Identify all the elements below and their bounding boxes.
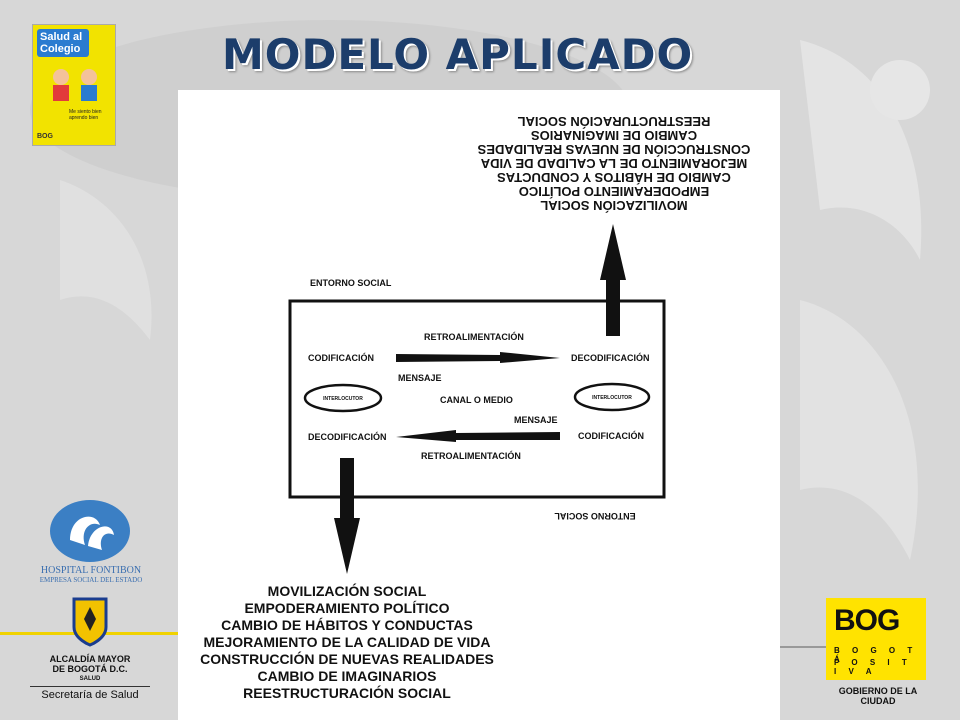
entorno-social-rotated: ENTORNO SOCIAL — [554, 511, 636, 521]
rotated-result-4: MEJORAMIENTO DE LA CALIDAD DE VIDA — [480, 156, 747, 171]
kids-illustration-icon — [53, 69, 97, 101]
codificacion-left: CODIFICACIÓN — [308, 352, 374, 363]
bogota-positiva-logo: BOG B O G O T Á P O S I T I V A — [826, 598, 926, 680]
interlocutor-right-ellipse — [573, 382, 651, 412]
entorno-box — [288, 299, 666, 499]
gobierno-de-la-ciudad: GOBIERNO DE LA CIUDAD — [838, 686, 918, 706]
mensaje-left: MENSAJE — [398, 373, 442, 383]
alcaldia-logo: ALCALDÍA MAYOR DE BOGOTÁ D.C. SALUD Secr… — [30, 597, 150, 701]
result-4: MEJORAMIENTO DE LA CALIDAD DE VIDA — [203, 634, 490, 650]
entorno-social-rotated-group: ENTORNO SOCIAL — [554, 511, 636, 521]
salud-al-colegio-logo: Salud al Colegio Me siento bien aprendo … — [32, 24, 116, 146]
interlocutor-left: INTERLOCUTOR — [323, 396, 363, 402]
bog-line-positiva: P O S I T I V A — [834, 658, 912, 676]
grey-divider — [780, 646, 826, 648]
interlocutor-right: INTERLOCUTOR — [592, 395, 632, 401]
hospital-fontibon-logo: HOSPITAL FONTIBON EMPRESA SOCIAL DEL EST… — [38, 500, 144, 584]
entorno-social-label: ENTORNO SOCIAL — [310, 278, 392, 288]
rotated-result-7: REESTRUCTURACIÓN SOCIAL — [518, 114, 711, 129]
diagram-panel — [178, 90, 780, 720]
result-3: CAMBIO DE HÁBITOS Y CONDUCTAS — [221, 617, 473, 633]
result-1: MOVILIZACIÓN SOCIAL — [268, 582, 427, 599]
result-2: EMPODERAMIENTO POLÍTICO — [244, 600, 449, 616]
hospital-name: HOSPITAL FONTIBON — [40, 565, 142, 576]
results-block: MOVILIZACIÓN SOCIAL EMPODERAMIENTO POLÍT… — [200, 582, 494, 701]
result-7: REESTRUCTURACIÓN SOCIAL — [243, 684, 451, 701]
retro-top-label: RETROALIMENTACIÓN — [424, 331, 524, 342]
rotated-result-3: CAMBIO DE HÁBITOS Y CONDUCTAS — [497, 170, 731, 185]
left-arrow — [396, 430, 560, 442]
slide-title: MODELO APLICADO — [222, 30, 694, 79]
decodificacion-left: DECODIFICACIÓN — [308, 431, 387, 442]
retro-bottom-label: RETROALIMENTACIÓN — [421, 450, 521, 461]
right-arrow — [396, 352, 560, 363]
interlocutor-left-ellipse — [303, 383, 383, 413]
alcaldia-name: ALCALDÍA MAYOR DE BOGOTÁ D.C. — [49, 654, 131, 674]
result-5: CONSTRUCCIÓN DE NUEVAS REALIDADES — [200, 650, 494, 667]
mensaje-right: MENSAJE — [514, 415, 558, 425]
secretaria-de-salud: Secretaría de Salud — [30, 686, 150, 701]
school-logo-name: Salud al Colegio — [37, 29, 89, 57]
codificacion-right: CODIFICACIÓN — [578, 430, 644, 441]
down-arrow — [334, 458, 360, 574]
rotated-result-5: CONSTRUCCIÓN DE NUEVAS REALIDADES — [477, 142, 750, 157]
school-slogan: Me siento bien aprendo bien — [69, 109, 102, 121]
rotated-result-6: CAMBIO DE IMAGINARIOS — [531, 128, 697, 143]
hospital-subtitle: EMPRESA SOCIAL DEL ESTADO — [39, 576, 143, 584]
result-6: CAMBIO DE IMAGINARIOS — [258, 668, 437, 684]
rotated-result-2: EMPODERAMIENTO POLÍTICO — [519, 184, 709, 199]
alcaldia-salud: SALUD — [79, 676, 101, 682]
rotated-results-block: MOVILIZACIÓN SOCIAL EMPODERAMIENTO POLÍT… — [477, 114, 750, 213]
decodificacion-right: DECODIFICACIÓN — [571, 352, 650, 363]
bog-mark: BOG — [834, 604, 900, 637]
bog-line-bogota: B O G O T Á — [834, 646, 918, 664]
rotated-result-1: MOVILIZACIÓN SOCIAL — [540, 198, 687, 213]
canal-o-medio: CANAL O MEDIO — [440, 395, 513, 405]
hospital-emblem-icon — [50, 500, 130, 562]
school-logo-mark: BOG — [37, 133, 53, 140]
bogota-shield-icon — [72, 597, 108, 647]
up-arrow — [600, 224, 626, 336]
